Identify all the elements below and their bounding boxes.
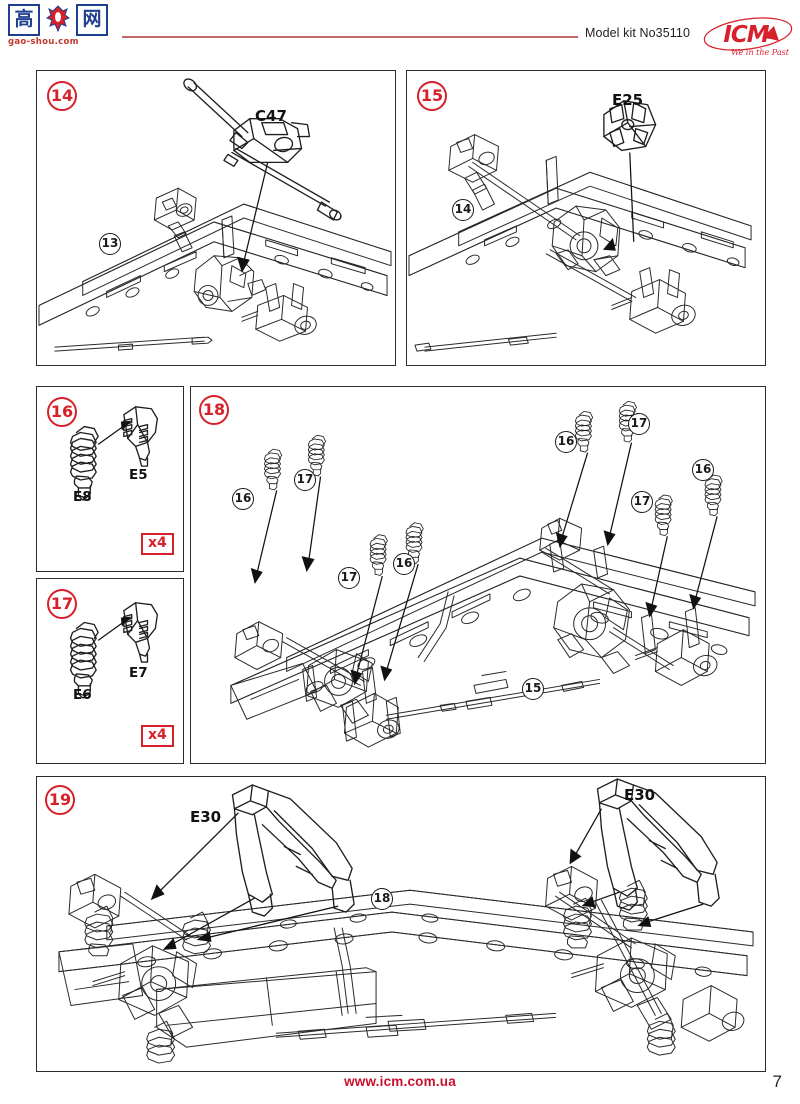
step-18-illustration — [191, 387, 765, 763]
step-number-15: 15 — [417, 81, 447, 111]
step-16-illustration — [37, 387, 183, 571]
svg-text:ICM: ICM — [723, 22, 769, 48]
leader-line — [689, 516, 718, 610]
ref-badge-15: 15 — [522, 678, 544, 700]
step-17-illustration — [37, 579, 183, 763]
part-label-e8: E8 — [73, 489, 92, 505]
part-label-c47: C47 — [255, 107, 287, 125]
callout-badge-17-a: 17 — [294, 469, 316, 491]
leader-line — [380, 563, 419, 682]
step-number-18: 18 — [199, 395, 229, 425]
assembly-arrow — [162, 897, 255, 950]
watermark-emblem-icon — [43, 4, 73, 34]
callout-badge-16-c: 16 — [555, 431, 577, 453]
assembly-arrow — [97, 420, 132, 445]
part-label-e30-right: E30 — [624, 786, 656, 804]
step-14-illustration — [37, 71, 395, 365]
leader-line — [301, 476, 322, 573]
leader-line — [555, 452, 589, 549]
step-15-illustration — [407, 71, 765, 365]
svg-text:We in the Past: We in the Past — [731, 48, 790, 57]
assembly-arrow — [196, 905, 339, 942]
assembly-arrow — [637, 903, 704, 927]
watermark-char-3: 网 — [76, 4, 108, 36]
watermark-logo: 高 网 gao-shou.com — [8, 4, 116, 48]
part-label-e7: E7 — [129, 665, 148, 681]
watermark-url: gao-shou.com — [8, 37, 79, 47]
assembly-arrow — [569, 808, 602, 865]
website-url[interactable]: www.icm.com.ua — [344, 1074, 456, 1089]
leader-line — [350, 575, 383, 686]
ref-badge-13: 13 — [99, 233, 121, 255]
assembly-arrow — [581, 891, 620, 908]
part-label-e6: E6 — [73, 687, 92, 703]
step-panel-15: 15 E25 14 — [406, 70, 766, 366]
part-label-e25: E25 — [612, 91, 644, 109]
step-number-19: 19 — [45, 785, 75, 815]
ref-badge-14: 14 — [452, 199, 474, 221]
step-panel-17: 17 E6 E7 x4 — [36, 578, 184, 764]
step-panel-18: 18 16 17 17 16 16 17 17 16 15 — [190, 386, 766, 764]
quantity-badge-16: x4 — [141, 533, 174, 555]
header-rule — [122, 36, 578, 38]
step-number-17: 17 — [47, 589, 77, 619]
step-number-14: 14 — [47, 81, 77, 111]
page-number: 7 — [772, 1072, 782, 1091]
callout-badge-17-d: 17 — [631, 491, 653, 513]
callout-badge-16-d: 16 — [692, 459, 714, 481]
callout-badge-17-b: 17 — [338, 567, 360, 589]
page-header: 高 网 gao-shou.com Model kit No35110 ICM W… — [0, 0, 800, 66]
page-footer: www.icm.com.ua 7 — [0, 1072, 800, 1100]
step-number-16: 16 — [47, 397, 77, 427]
assembly-arrow — [236, 162, 269, 273]
step-panel-16: 16 E8 E5 x4 — [36, 386, 184, 572]
watermark-char-1: 高 — [8, 4, 40, 36]
step-panel-19: 19 E30 E30 18 — [36, 776, 766, 1072]
leader-line — [250, 490, 278, 584]
kit-number: Model kit No35110 — [585, 26, 691, 40]
step-panel-14: 14 C47 13 — [36, 70, 396, 366]
icm-logo: ICM We in the Past — [700, 12, 796, 60]
assembly-arrow — [97, 616, 132, 641]
leader-line — [603, 442, 633, 547]
step-19-illustration — [37, 777, 765, 1071]
ref-badge-18: 18 — [371, 888, 393, 910]
callout-badge-16-a: 16 — [232, 488, 254, 510]
quantity-badge-17: x4 — [141, 725, 174, 747]
leader-line — [645, 536, 668, 618]
assembly-arrow — [602, 152, 635, 251]
callout-badge-17-c: 17 — [628, 413, 650, 435]
assembly-arrow — [150, 812, 239, 901]
callout-badge-16-b: 16 — [393, 553, 415, 575]
part-label-e5: E5 — [129, 467, 148, 483]
part-label-e30-left: E30 — [190, 808, 222, 826]
